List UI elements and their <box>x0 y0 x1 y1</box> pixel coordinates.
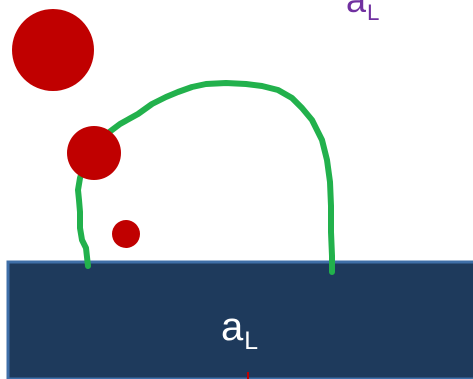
particle-small <box>112 220 140 248</box>
label-block-base: a <box>221 305 244 349</box>
label-top: aL <box>346 0 379 24</box>
particle-medium <box>67 126 121 180</box>
chain-curve <box>75 80 335 275</box>
label-top-base: a <box>346 0 366 20</box>
label-block: aL <box>221 305 258 354</box>
label-block-subscript: L <box>244 328 259 356</box>
label-top-subscript: L <box>367 0 380 26</box>
particle-large <box>12 9 94 91</box>
substrate-block <box>6 260 473 379</box>
